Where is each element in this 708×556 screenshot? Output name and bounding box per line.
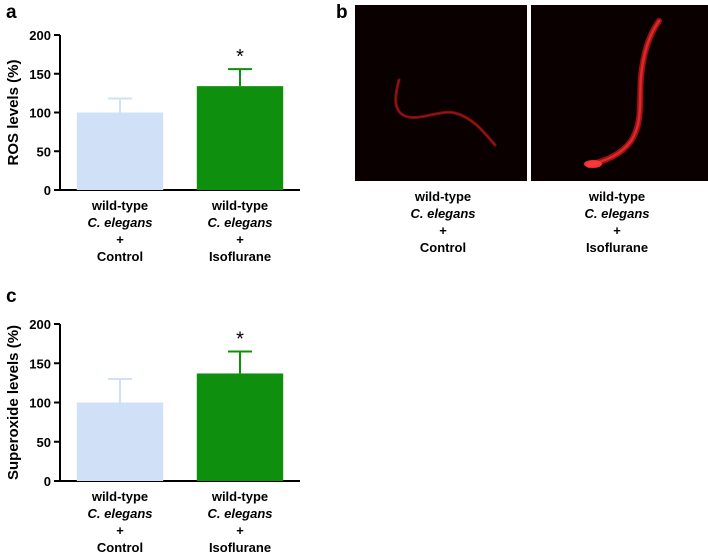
panel-a-letter: a: [6, 2, 17, 23]
y-tick-label: 100: [29, 396, 51, 411]
y-tick-label: 150: [29, 356, 51, 371]
x-category-label: wild-type: [91, 489, 148, 504]
y-tick-label: 0: [44, 183, 51, 198]
chart-c-superoxide-levels: Superoxide levels (%) 0 50 100 150 200 wild-ty…: [5, 317, 300, 555]
x-category-label: +: [116, 523, 124, 538]
micrograph-isoflurane: [531, 5, 708, 181]
y-axis-title: ROS levels (%): [5, 60, 22, 166]
x-category-label: C. elegans: [87, 215, 152, 230]
x-category-label: Isoflurane: [209, 249, 271, 264]
x-category-label: C. elegans: [207, 506, 272, 521]
x-category-label: wild-type: [211, 489, 268, 504]
bar-control: [76, 402, 164, 481]
significance-asterisk: *: [236, 46, 244, 68]
y-tick-label: 50: [37, 144, 51, 159]
chart-a-ros-levels: ROS levels (%) 0 50 100 150 200 wild-type C. el…: [5, 28, 300, 264]
y-tick-label: 150: [29, 67, 51, 82]
bar-isoflurane: [196, 86, 284, 190]
caption-isoflurane: wild-type C. elegans + Isoflurane: [584, 189, 650, 255]
y-tick-label: 100: [29, 106, 51, 121]
x-category-label: +: [236, 232, 244, 247]
panel-c-letter: c: [6, 286, 17, 307]
x-category-label: +: [236, 523, 244, 538]
bar-isoflurane: [196, 373, 284, 481]
y-axis-title: Superoxide levels (%): [5, 325, 22, 480]
y-tick-label: 200: [29, 317, 51, 332]
caption-control: wild-type C. elegans + Control: [410, 189, 476, 255]
x-category-label: Control: [97, 540, 143, 555]
x-category-label: wild-type: [211, 198, 268, 213]
y-tick-label: 0: [44, 474, 51, 489]
x-category-label: Isoflurane: [209, 540, 271, 555]
x-category-label: C. elegans: [207, 215, 272, 230]
x-category-label: +: [116, 232, 124, 247]
x-category-label: C. elegans: [87, 506, 152, 521]
x-category-label: wild-type: [91, 198, 148, 213]
y-tick-label: 50: [37, 435, 51, 450]
bar-control: [76, 112, 164, 190]
x-category-label: Control: [97, 249, 143, 264]
panel-b-letter: b: [336, 2, 348, 23]
micrograph-control: [355, 5, 527, 181]
significance-asterisk: *: [236, 328, 244, 350]
y-tick-label: 200: [29, 28, 51, 43]
